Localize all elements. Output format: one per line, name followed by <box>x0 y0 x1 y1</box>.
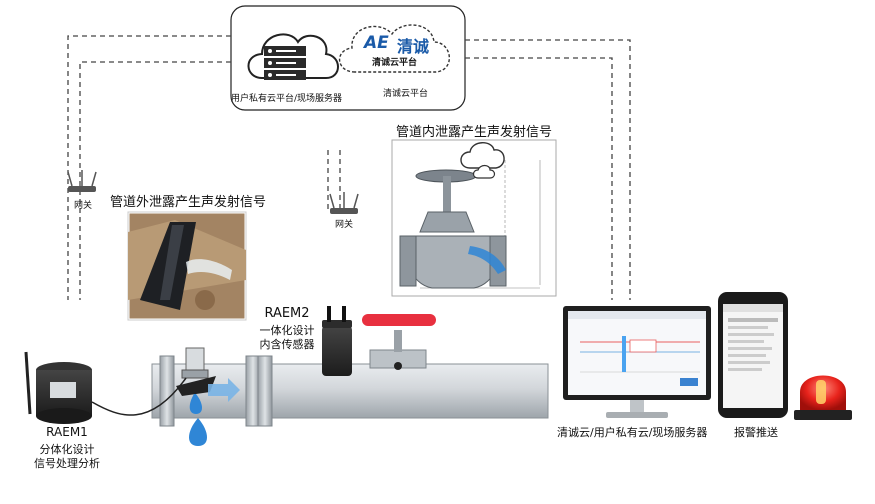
raem2-line2: 内含传感器 <box>259 338 315 351</box>
raem1-device <box>24 351 187 424</box>
external-leak-title: 管道外泄露产生声发射信号 <box>110 195 267 210</box>
raem1-line2: 信号处理分析 <box>34 457 100 470</box>
monitor-label: 清诚云/用户私有云/现场服务器 <box>557 426 708 439</box>
gateway-icon-left <box>67 170 97 192</box>
raem2-sensor-device <box>322 306 352 376</box>
logo-sub: 清诚云平台 <box>372 58 418 68</box>
gateway-label-left: 网关 <box>74 201 93 211</box>
logo-name: 清诚 <box>397 37 430 56</box>
monitor-device <box>563 306 711 418</box>
raem1-name: RAEM1 <box>46 425 88 439</box>
private-cloud-icon <box>247 33 339 80</box>
signal-arrow-icon <box>208 378 240 402</box>
phone-device <box>718 292 788 418</box>
gateway-label-middle: 网关 <box>335 220 354 230</box>
logo-mark: AE <box>364 33 389 53</box>
external-leak-photo <box>126 210 248 322</box>
alarm-light-icon <box>794 375 852 420</box>
water-drops-icon <box>189 394 207 446</box>
leak-puff-icon <box>460 142 505 179</box>
platform-label: 清诚云平台 <box>383 89 429 99</box>
raem2-line1: 一体化设计 <box>259 324 315 337</box>
gateway-icon-middle <box>329 192 359 214</box>
qingcheng-cloud-logo <box>338 24 451 73</box>
raem2-name: RAEM2 <box>264 306 310 321</box>
raem1-line1: 分体化设计 <box>39 443 95 456</box>
internal-leak-title: 管道内泄露产生声发射信号 <box>396 125 553 140</box>
alarm-label: 报警推送 <box>734 426 778 439</box>
private-cloud-label: 用户私有云平台/现场服务器 <box>231 94 343 104</box>
network-lines <box>67 35 631 300</box>
pipe-leak-sensor <box>176 347 216 396</box>
